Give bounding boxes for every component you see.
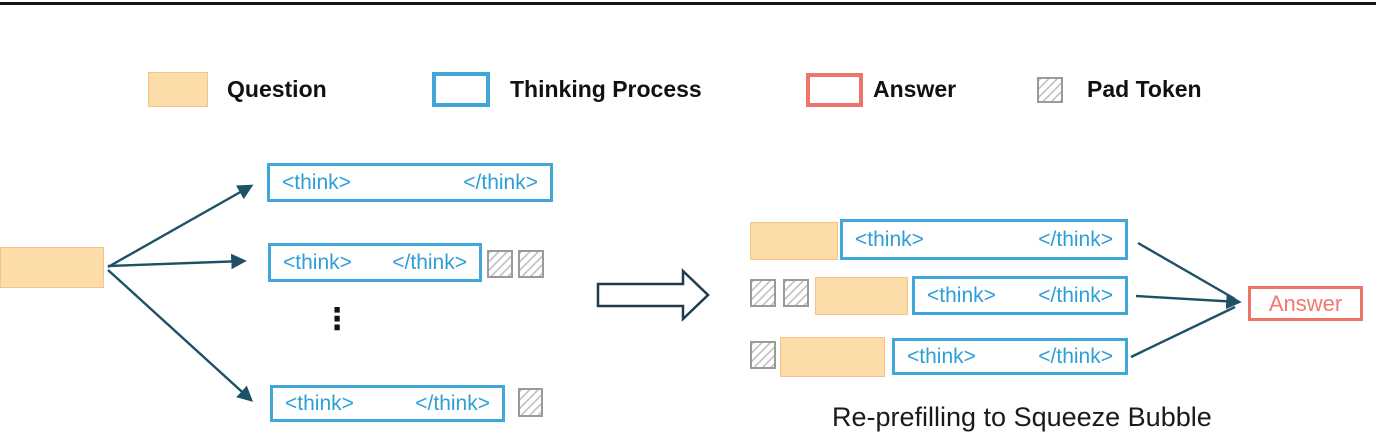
think-open-tag: <think> xyxy=(855,227,924,251)
converge-arrow-middle xyxy=(1135,293,1242,310)
legend-pad-swatch xyxy=(1037,77,1063,103)
legend-answer-label: Answer xyxy=(873,76,957,102)
think-open-tag: <think> xyxy=(285,391,354,415)
thinking-box-row1: <think> </think> xyxy=(840,219,1128,260)
vertical-ellipsis: ⋮ xyxy=(322,302,352,337)
think-close-tag: </think> xyxy=(1038,227,1113,251)
pad-token xyxy=(487,250,513,278)
top-rule xyxy=(0,2,1376,5)
legend-question-label: Question xyxy=(227,76,327,102)
question-box-row2 xyxy=(815,277,908,315)
think-open-tag: <think> xyxy=(907,344,976,368)
pad-token xyxy=(750,341,776,369)
fanout-arrow-top xyxy=(107,184,254,269)
big-transition-arrow xyxy=(596,268,710,322)
think-open-tag: <think> xyxy=(282,170,351,194)
converge-arrow-top xyxy=(1137,241,1236,301)
thinking-box-3: <think> </think> xyxy=(270,385,505,422)
think-close-tag: </think> xyxy=(463,170,538,194)
question-box-left xyxy=(0,247,104,288)
fanout-arrow-middle xyxy=(107,253,247,270)
pad-token xyxy=(518,250,544,278)
fanout-arrow-bottom xyxy=(107,269,254,402)
thinking-box-2: <think> </think> xyxy=(268,243,482,282)
legend-thinking-swatch xyxy=(432,72,490,107)
thinking-box-row2: <think> </think> xyxy=(912,276,1128,315)
think-close-tag: </think> xyxy=(1038,283,1113,307)
answer-box: Answer xyxy=(1248,286,1363,321)
legend-question-swatch xyxy=(148,72,208,107)
think-close-tag: </think> xyxy=(392,250,467,274)
pad-token xyxy=(518,388,543,417)
think-open-tag: <think> xyxy=(283,250,352,274)
pad-token xyxy=(750,279,776,307)
pad-token xyxy=(783,279,809,307)
thinking-box-row3: <think> </think> xyxy=(892,338,1128,375)
think-close-tag: </think> xyxy=(1038,344,1113,368)
thinking-box-1: <think> </think> xyxy=(267,163,553,202)
question-box-row3 xyxy=(780,337,885,377)
legend-answer-swatch xyxy=(806,73,863,107)
think-close-tag: </think> xyxy=(415,391,490,415)
converge-arrow-bottom xyxy=(1130,305,1236,359)
figure-caption: Re-prefilling to Squeeze Bubble xyxy=(832,402,1212,432)
answer-label: Answer xyxy=(1268,290,1343,316)
think-open-tag: <think> xyxy=(927,283,996,307)
legend-thinking-label: Thinking Process xyxy=(510,76,702,102)
question-box-row1 xyxy=(750,222,838,260)
legend-pad-label: Pad Token xyxy=(1087,76,1202,102)
